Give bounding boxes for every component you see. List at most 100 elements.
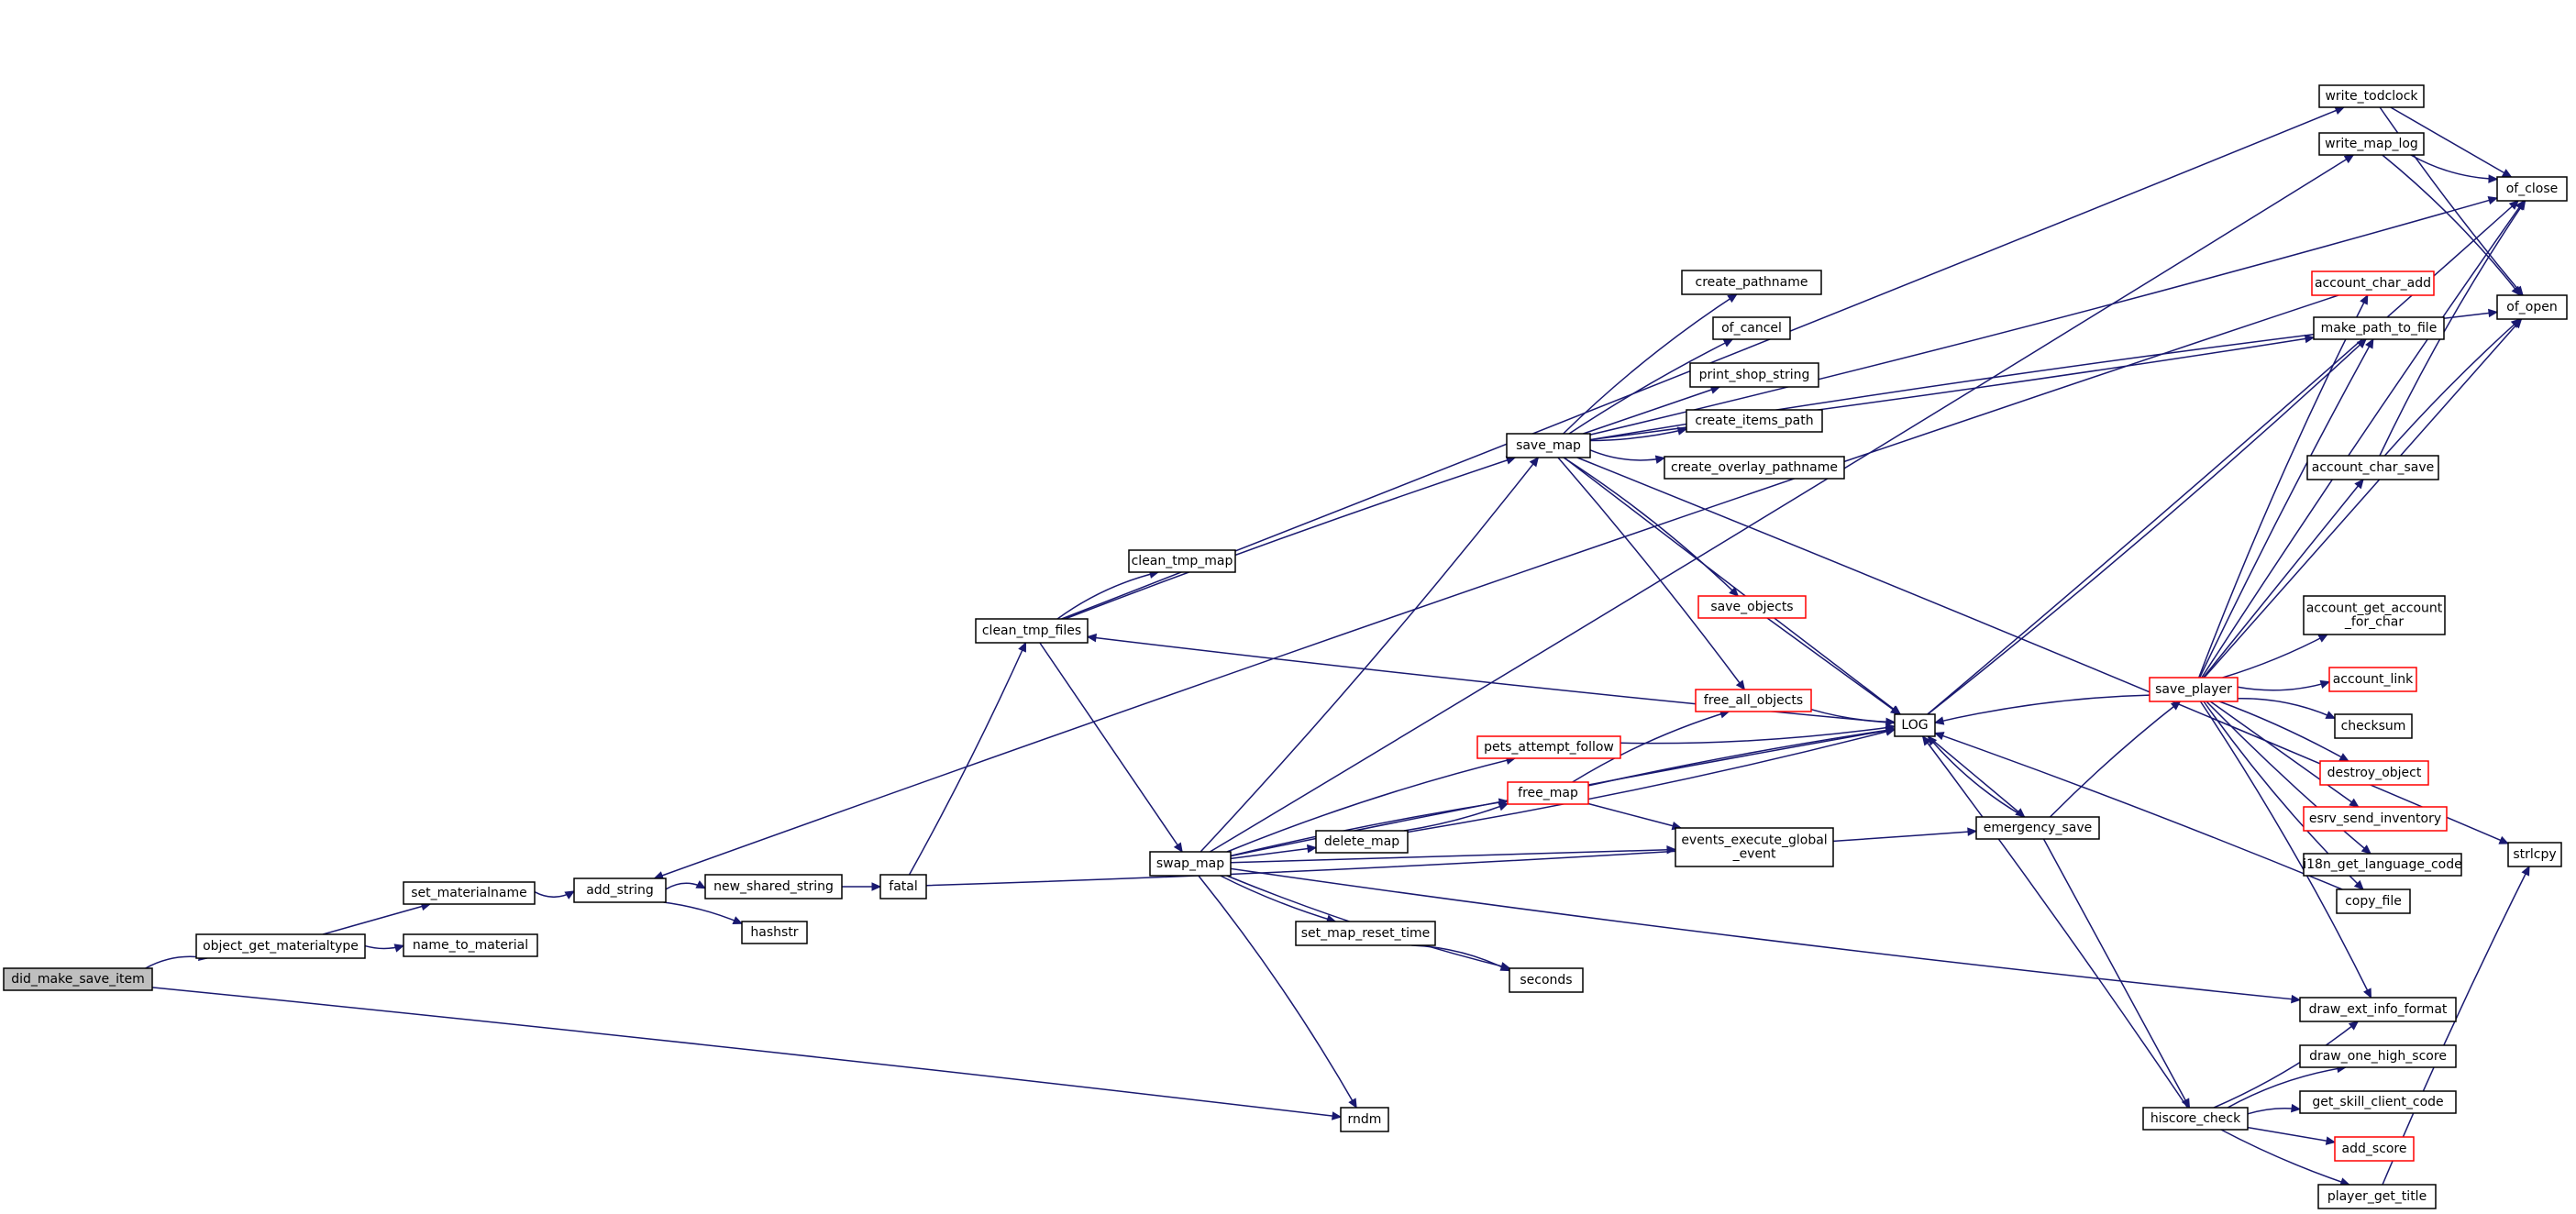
node-free_all_objects[interactable]: free_all_objects [1695, 689, 1812, 712]
node-clean_tmp_files[interactable]: clean_tmp_files [975, 618, 1089, 644]
node-emergency_save[interactable]: emergency_save [1975, 816, 2100, 840]
arrowhead-save_map-to-create_overlay_pathname [1654, 455, 1666, 464]
node-box-delete_map [1315, 830, 1409, 854]
node-checksum[interactable]: checksum [2334, 713, 2413, 739]
edge-account_char_save-to-of_close [2379, 200, 2526, 457]
node-add_string[interactable]: add_string [573, 877, 667, 903]
node-i18n_get_language_code[interactable]: i18n_get_language_code [2303, 853, 2462, 877]
node-swap_map[interactable]: swap_map [1149, 851, 1232, 877]
node-clean_tmp_map[interactable]: clean_tmp_map [1128, 549, 1236, 573]
node-get_skill_client_code[interactable]: get_skill_client_code [2299, 1090, 2457, 1114]
edge-object_get_materialtype-to-set_materialname [322, 903, 431, 935]
node-player_get_title[interactable]: player_get_title [2317, 1184, 2437, 1209]
node-pets_attempt_follow[interactable]: pets_attempt_follow [1476, 735, 1621, 759]
arrowhead-save_player-to-LOG [1933, 716, 1945, 725]
node-save_player[interactable]: save_player [2149, 677, 2239, 702]
node-fatal[interactable]: fatal [879, 874, 927, 899]
node-label-copy_file: copy_file [2345, 894, 2402, 909]
edge-write_map_log-to-of_close [2410, 154, 2498, 181]
node-box-make_path_to_file [2313, 316, 2445, 340]
edge-LOG-to-emergency_save [1927, 735, 2026, 818]
node-events_execute_global_event[interactable]: events_execute_global_event [1675, 827, 1834, 867]
node-account_link[interactable]: account_link [2328, 667, 2417, 692]
node-box-of_open [2496, 294, 2568, 320]
call-edges [145, 106, 2530, 1186]
node-add_score[interactable]: add_score [2334, 1136, 2415, 1162]
node-name_to_material[interactable]: name_to_material [403, 933, 538, 957]
node-label-set_map_reset_time: set_map_reset_time [1301, 926, 1431, 941]
node-create_overlay_pathname[interactable]: create_overlay_pathname [1664, 456, 1845, 480]
node-make_path_to_file[interactable]: make_path_to_file [2313, 316, 2445, 340]
node-of_cancel[interactable]: of_cancel [1712, 316, 1791, 340]
node-draw_one_high_score[interactable]: draw_one_high_score [2299, 1044, 2457, 1068]
node-esrv_send_inventory[interactable]: esrv_send_inventory [2303, 806, 2448, 832]
node-label-hiscore_check: hiscore_check [2150, 1111, 2241, 1126]
edge-clean_tmp_files-to-swap_map [1039, 642, 1183, 853]
node-draw_ext_info_format[interactable]: draw_ext_info_format [2299, 997, 2457, 1022]
node-save_objects[interactable]: save_objects [1697, 595, 1807, 619]
node-destroy_object[interactable]: destroy_object [2319, 760, 2429, 786]
node-account_char_save[interactable]: account_char_save [2306, 455, 2439, 480]
edge-clean_tmp_files-to-clean_tmp_map [1056, 571, 1159, 620]
node-strlcpy[interactable]: strlcpy [2507, 842, 2562, 867]
node-copy_file[interactable]: copy_file [2336, 888, 2411, 914]
node-label-set_materialname: set_materialname [411, 886, 527, 900]
node-label-create_pathname: create_pathname [1696, 275, 1808, 290]
node-save_map[interactable]: save_map [1506, 433, 1591, 458]
edge-save_map-to-free_all_objects [1557, 457, 1745, 690]
node-rndm[interactable]: rndm [1340, 1107, 1389, 1132]
node-object_get_materialtype[interactable]: object_get_materialtype [195, 933, 366, 959]
node-label-get_skill_client_code: get_skill_client_code [2312, 1095, 2443, 1109]
arrowhead-hiscore_check-to-get_skill_client_code [2291, 1103, 2302, 1113]
node-label-events_execute_global_event: events_execute_global_event [1681, 833, 1827, 862]
edge-free_map-to-events_execute_global_event [1587, 802, 1682, 829]
node-box-add_score [2334, 1136, 2415, 1162]
node-box-fatal [879, 874, 927, 899]
edge-free_map-to-free_all_objects [1572, 711, 1730, 783]
edge-save_map-to-print_shop_string [1583, 386, 1720, 435]
edge-save_map-to-create_pathname [1563, 293, 1738, 435]
node-did_make_save_item[interactable]: did_make_save_item [3, 967, 153, 991]
edge-save_player-to-of_open [2203, 318, 2523, 679]
node-set_materialname[interactable]: set_materialname [403, 881, 536, 905]
arrowhead-set_map_reset_time-to-seconds [1499, 963, 1511, 972]
node-print_shop_string[interactable]: print_shop_string [1689, 362, 1819, 388]
node-seconds[interactable]: seconds [1509, 967, 1584, 993]
arrowhead-LOG-to-clean_tmp_files [1086, 633, 1098, 643]
node-label-clean_tmp_files: clean_tmp_files [982, 624, 1081, 638]
function-nodes: did_make_save_item object_get_materialtyp… [3, 84, 2568, 1209]
node-hashstr[interactable]: hashstr [741, 921, 808, 944]
node-write_todclock[interactable]: write_todclock [2318, 84, 2425, 108]
arrowhead-write_todclock-to-of_close [2501, 169, 2513, 178]
node-box-did_make_save_item [3, 967, 153, 991]
node-account_char_add[interactable]: account_char_add [2311, 270, 2435, 296]
node-create_items_path[interactable]: create_items_path [1686, 409, 1823, 433]
node-create_pathname[interactable]: create_pathname [1681, 270, 1822, 295]
node-label-make_path_to_file: make_path_to_file [2321, 321, 2438, 336]
node-of_close[interactable]: of_close [2496, 176, 2568, 202]
edge-save_map-to-strlcpy [1576, 457, 2509, 844]
node-account_get_account_for_char[interactable]: account_get_account_for_char [2303, 595, 2446, 635]
edge-save_map-to-of_cancel [1568, 338, 1733, 435]
node-LOG[interactable]: LOG [1894, 713, 1936, 737]
node-set_map_reset_time[interactable]: set_map_reset_time [1295, 921, 1436, 946]
node-write_map_log[interactable]: write_map_log [2318, 132, 2425, 156]
node-label-name_to_material: name_to_material [413, 938, 528, 953]
edge-LOG-to-make_path_to_file [1927, 338, 2367, 715]
arrowhead-fatal-to-emergency_save [1967, 827, 1978, 836]
arrowhead-save_player-to-account_char_add [2360, 293, 2369, 305]
node-label-destroy_object: destroy_object [2327, 766, 2422, 780]
node-hiscore_check[interactable]: hiscore_check [2142, 1107, 2249, 1131]
arrowhead-new_shared_string-to-fatal [871, 882, 882, 891]
node-box-draw_ext_info_format [2299, 997, 2457, 1022]
node-label-did_make_save_item: did_make_save_item [11, 972, 145, 987]
edge-pets_attempt_follow-to-LOG [1620, 725, 1896, 745]
node-new_shared_string[interactable]: new_shared_string [704, 874, 843, 899]
node-box-write_todclock [2318, 84, 2425, 108]
node-box-account_char_add [2311, 270, 2435, 296]
edge-emergency_save-to-LOG [1927, 735, 2026, 818]
node-delete_map[interactable]: delete_map [1315, 830, 1409, 854]
node-label-of_cancel: of_cancel [1721, 321, 1782, 336]
node-free_map[interactable]: free_map [1507, 781, 1589, 805]
node-of_open[interactable]: of_open [2496, 294, 2568, 320]
